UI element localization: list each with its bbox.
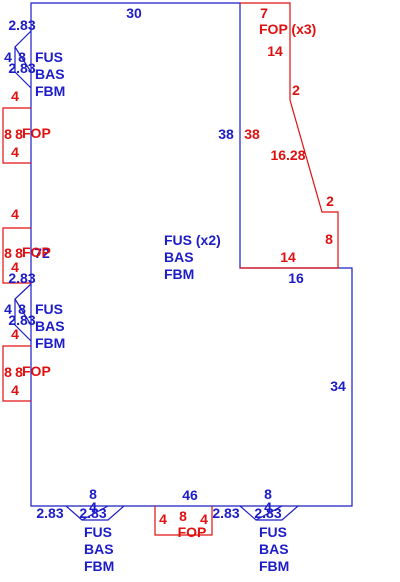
bottom-bay-1-dim-wall: 8 bbox=[89, 486, 97, 502]
left-porch-2-dim-inner: 8 bbox=[15, 245, 23, 261]
main-bottom-dim: 46 bbox=[182, 487, 198, 503]
bottom-bay-2-dim-side: 4 bbox=[264, 499, 272, 515]
left-bay-1-code-1: FUS bbox=[35, 49, 63, 65]
bottom-bay-1-code-3: FBM bbox=[84, 558, 114, 574]
fop-x3-edge-2-lower: 2 bbox=[326, 193, 334, 209]
fop-x3-edge-2-upper: 2 bbox=[292, 82, 300, 98]
left-porch-2-label: FOP bbox=[22, 244, 51, 260]
left-porch-3-dim-bottom: 4 bbox=[11, 382, 19, 398]
bottom-bay-1-dim-left: 2.83 bbox=[36, 505, 63, 521]
left-bay-2-outline bbox=[14, 283, 32, 342]
bottom-bay-2-code-2: BAS bbox=[259, 541, 289, 557]
fop-x3-edge-14-bottom: 14 bbox=[280, 249, 296, 265]
main-area-code-3: FBM bbox=[164, 266, 194, 282]
left-porch-1-dim-top: 4 bbox=[11, 88, 19, 104]
main-notch-bottom-dim: 16 bbox=[288, 270, 304, 286]
bottom-porch-outline bbox=[154, 506, 213, 536]
bottom-bay-2-code-3: FBM bbox=[259, 558, 289, 574]
bottom-porch-label: FOP bbox=[178, 524, 207, 540]
main-left-72-dim: 72 bbox=[34, 245, 50, 261]
left-porch-3-dim-inner: 8 bbox=[15, 364, 23, 380]
left-porch-2-dim-top: 4 bbox=[11, 206, 19, 222]
bottom-bay-2-code-1: FUS bbox=[259, 524, 287, 540]
bottom-bay-1-code-2: BAS bbox=[84, 541, 114, 557]
left-bay-2-dim-side: 4 bbox=[4, 301, 12, 317]
fop-x3-edge-8: 8 bbox=[325, 231, 333, 247]
left-bay-1-dim-top: 2.83 bbox=[8, 17, 35, 33]
fop-x3-edge-14-top: 14 bbox=[267, 43, 283, 59]
bottom-bay-1-dim-right: 2.83 bbox=[79, 505, 106, 521]
left-bay-2-diagonal bbox=[14, 298, 32, 326]
left-bay-2-dim-bottom: 2.83 bbox=[8, 312, 35, 328]
left-bay-1-code-2: BAS bbox=[35, 66, 65, 82]
left-porch-1-dim-bottom: 4 bbox=[11, 144, 19, 160]
bottom-bay-2-dim-right: 2.83 bbox=[254, 505, 281, 521]
fop-x3-title: FOP (x3) bbox=[259, 21, 316, 37]
left-bay-2-code-2: BAS bbox=[35, 318, 65, 334]
bottom-porch-dim-right: 4 bbox=[200, 511, 208, 527]
left-porch-1-outline bbox=[2, 107, 31, 164]
main-left-notch-dim: 38 bbox=[218, 126, 234, 142]
main-top-dim: 30 bbox=[126, 5, 142, 21]
fop-x3-edge-top: 7 bbox=[260, 5, 268, 21]
main-area-code-1: FUS (x2) bbox=[164, 232, 221, 248]
left-porch-1-dim-inner: 8 bbox=[15, 126, 23, 142]
left-bay-1-code-3: FBM bbox=[35, 83, 65, 99]
main-right-dim: 34 bbox=[330, 378, 346, 394]
bottom-bay-2-diagonal bbox=[255, 505, 283, 521]
bottom-bay-2-dim-wall: 8 bbox=[264, 486, 272, 502]
left-bay-2-dim-top: 2.83 bbox=[8, 270, 35, 286]
left-porch-3-outline bbox=[2, 345, 31, 402]
left-bay-2-dim-wall: 8 bbox=[18, 301, 26, 317]
bottom-bay-1-code-1: FUS bbox=[84, 524, 112, 540]
bottom-bay-2-dim-left: 2.83 bbox=[212, 505, 239, 521]
fop-x3-edge-38: 38 bbox=[244, 126, 260, 142]
left-porch-3-label: FOP bbox=[22, 363, 51, 379]
left-bay-1-dim-bottom: 2.83 bbox=[8, 60, 35, 76]
fop-x3-outline bbox=[240, 2, 339, 269]
left-porch-3-dim-top: 4 bbox=[11, 326, 19, 342]
left-bay-2-code-1: FUS bbox=[35, 301, 63, 317]
left-bay-1-diagonal bbox=[14, 46, 32, 73]
left-porch-2-outline bbox=[2, 227, 31, 284]
bottom-bay-1-diagonal bbox=[81, 505, 109, 521]
bottom-bay-1-outline bbox=[65, 505, 125, 521]
left-porch-2-dim-outer: 8 bbox=[4, 245, 12, 261]
bottom-porch-dim-left: 4 bbox=[159, 511, 167, 527]
bottom-bay-2-outline bbox=[239, 505, 299, 521]
left-bay-1-dim-side: 4 bbox=[4, 49, 12, 65]
bottom-bay-1-dim-side: 4 bbox=[89, 499, 97, 515]
left-bay-1-outline bbox=[14, 30, 32, 89]
left-porch-1-dim-outer: 8 bbox=[4, 126, 12, 142]
left-bay-1-dim-wall: 8 bbox=[18, 49, 26, 65]
left-porch-3-dim-outer: 8 bbox=[4, 364, 12, 380]
left-porch-2-dim-bottom: 4 bbox=[11, 259, 19, 275]
left-bay-2-code-3: FBM bbox=[35, 335, 65, 351]
fop-x3-edge-16-28: 16.28 bbox=[270, 147, 305, 163]
bottom-porch-dim-width: 8 bbox=[179, 508, 187, 524]
main-area-code-2: BAS bbox=[164, 249, 194, 265]
left-porch-1-label: FOP bbox=[22, 125, 51, 141]
